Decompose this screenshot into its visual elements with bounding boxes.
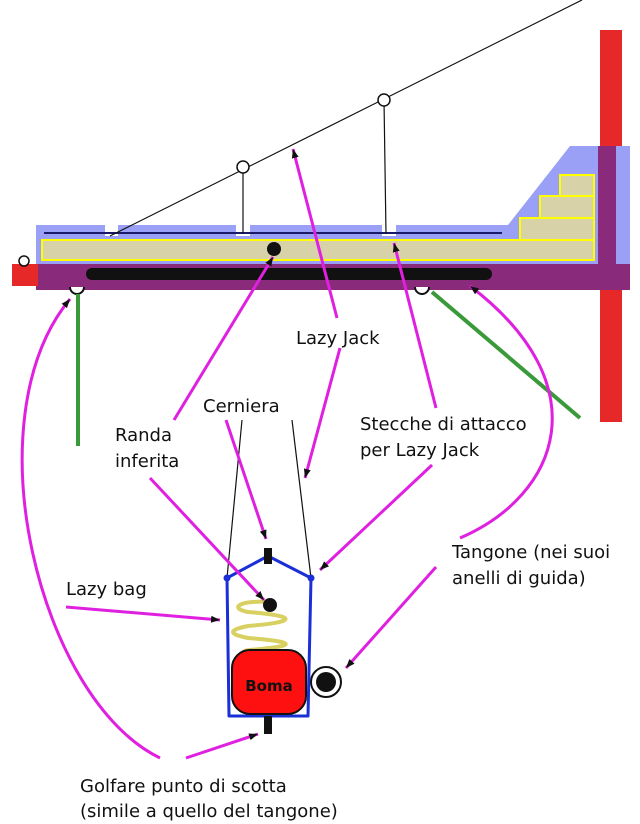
label-randa-2: inferita [115,451,179,472]
label-randa-1: Randa [115,425,172,446]
label-golfare-2: (simile a quello del tangone) [80,801,338,822]
folded-sail [231,599,288,658]
bag-attach-left [223,574,231,582]
label-tangone-2: anelli di guida) [452,568,586,589]
arrow-stecche-bottom [318,463,434,572]
label-cerniera: Cerniera [203,396,280,417]
bag-attach-right [307,574,315,582]
callout-arrows [20,148,554,760]
boom-band-upright [598,146,616,290]
lazy-jack-drop [383,99,387,235]
green-line-right [430,290,582,420]
arrow-cerniera [224,419,268,540]
sail-step [559,174,595,197]
sail-step [539,195,595,219]
arrow-lazy-jack-bottom [303,347,342,479]
arrow-lazy-bag [65,605,221,623]
guide-ring-left [69,286,85,295]
section-jack-right [291,419,312,579]
golfare [264,716,272,734]
arrow-golfare-left [20,298,161,760]
label-lazy-jack: Lazy Jack [296,328,380,349]
lazy-jack-main [109,0,583,237]
label-golfare-1: Golfare punto di scotta [80,776,287,797]
boom-section [231,649,307,715]
label-stecche-1: Stecche di attacco [360,414,527,435]
lazy-bag-outline [225,554,313,718]
section-jack-left [226,419,243,579]
label-tangone-1: Tangone (nei suoi [451,542,610,563]
hinge [264,548,272,564]
guide-ring-right [414,286,430,295]
boom-end-ring [18,255,30,267]
sail-dot [267,242,281,256]
lazy-jack-ring [377,93,391,107]
boom-end [12,264,38,286]
arrow-tangone-bottom [344,566,438,669]
lazy-jack-ring [236,160,250,174]
arrow-lazy-jack-top [291,148,339,319]
tangone-core [316,672,336,692]
section-sail-dot [263,598,277,612]
label-lazy-bag: Lazy bag [66,579,147,600]
boma-label: Boma [245,677,293,695]
arrow-stecche-top [392,242,438,409]
boom-bar [86,268,492,280]
sail-step [519,217,595,241]
label-stecche-2: per Lazy Jack [360,440,480,461]
arrow-golfare-right [185,732,259,760]
arrow-tangone-top [459,284,554,540]
arrow-randa-bottom [148,476,266,602]
arrow-randa-top [172,256,275,421]
